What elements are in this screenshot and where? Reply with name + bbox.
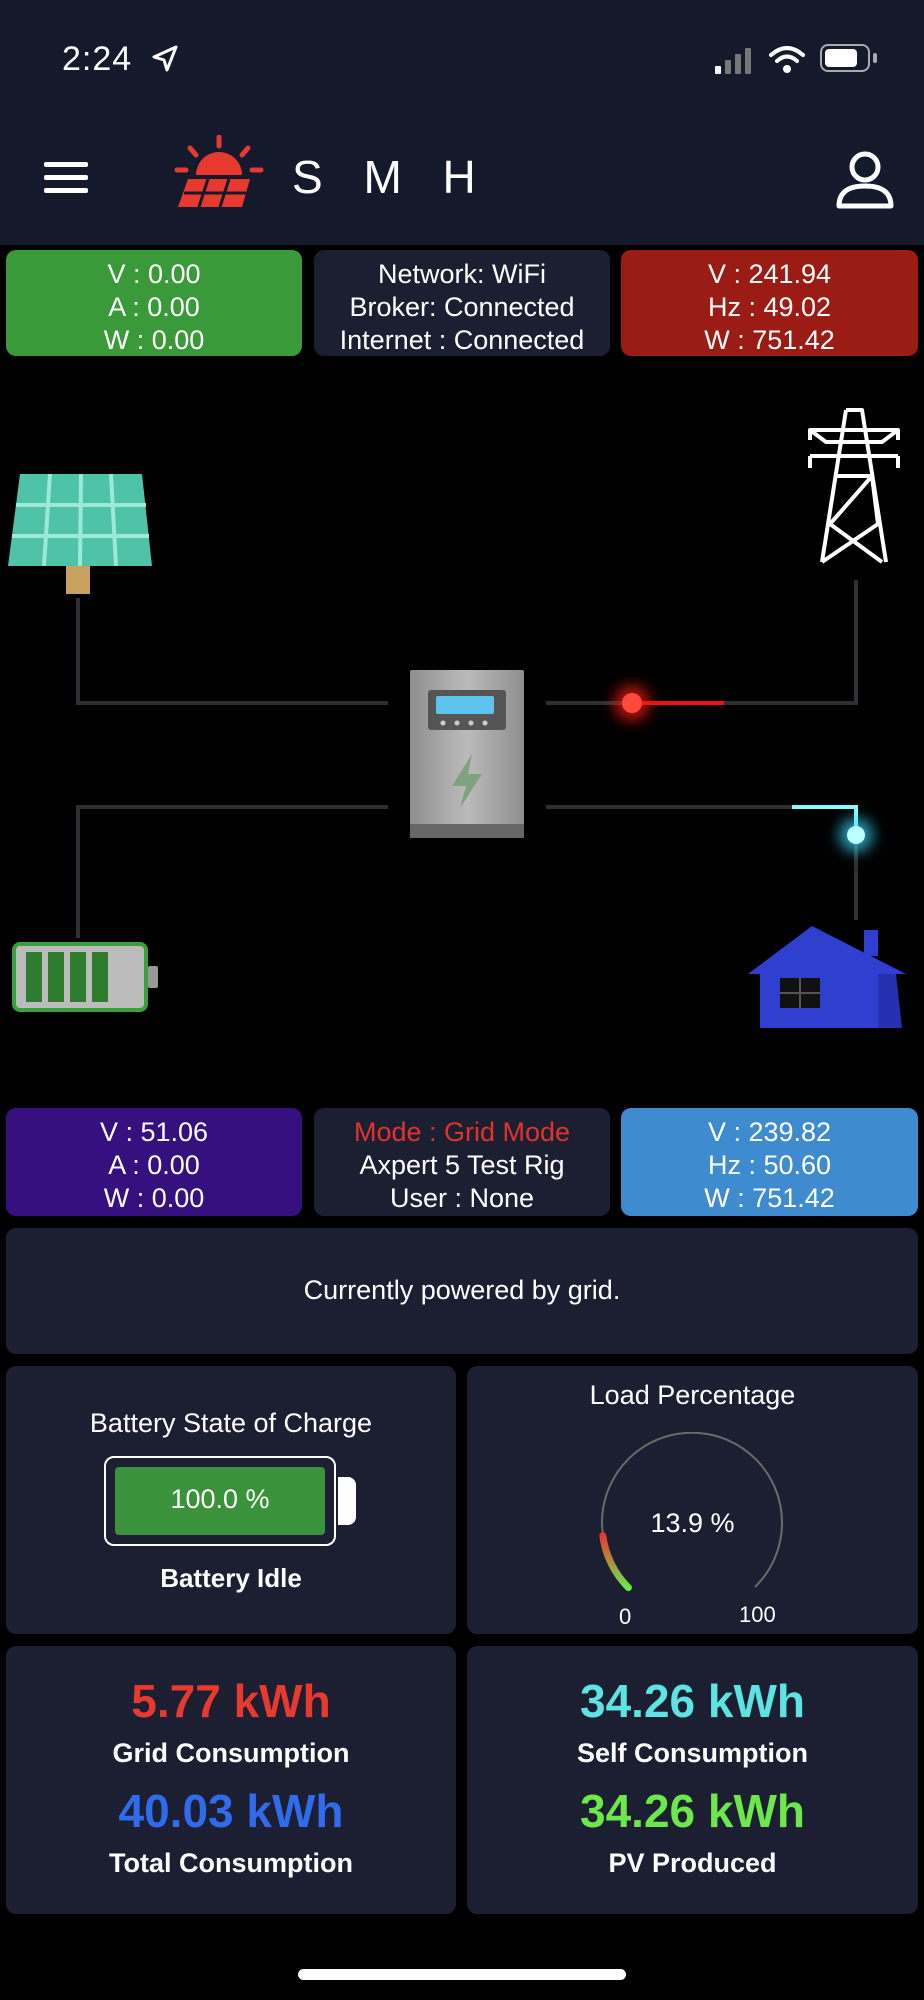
production-card: 34.26 kWh Self Consumption 34.26 kWh PV … [467,1646,918,1914]
load-power: W : 751.42 [704,1183,835,1213]
profile-icon[interactable] [834,150,896,210]
pv-panel: V : 0.00 A : 0.00 W : 0.00 [6,250,302,356]
power-status-card: Currently powered by grid. [6,1228,918,1354]
load-flow-dot [847,826,865,844]
load-percentage-card: Load Percentage 13.9 % 0 100 [467,1366,918,1634]
battery-power: W : 0.00 [103,1183,205,1213]
internet-status: Internet : Connected [339,325,585,355]
device-name: Axpert 5 Test Rig [359,1150,565,1180]
battery-voltage: V : 51.06 [99,1117,209,1147]
pv-produced-label: PV Produced [608,1848,777,1878]
pv-voltage: V : 0.00 [107,259,201,289]
grid-panel: V : 241.94 Hz : 49.02 W : 751.42 [621,250,918,356]
house-icon [748,926,906,1028]
menu-icon[interactable] [44,162,88,194]
grid-voltage: V : 241.94 [707,259,832,289]
grid-consumption-value: 5.77 kWh [131,1675,331,1727]
network-status: Network: WiFi [378,259,546,289]
load-voltage: V : 239.82 [707,1117,832,1147]
logo-icon [174,135,264,208]
app-title: S M H [292,151,490,203]
load-percentage-title: Load Percentage [589,1380,796,1410]
pv-produced-value: 34.26 kWh [580,1785,805,1837]
load-percentage-value: 13.9 % [650,1508,735,1538]
grid-power: W : 751.42 [704,325,835,355]
status-time: 2:24 [62,40,133,78]
location-arrow-icon [152,45,178,72]
battery-storage-icon [12,942,160,1012]
consumption-card: 5.77 kWh Grid Consumption 40.03 kWh Tota… [6,1646,456,1914]
power-status-text: Currently powered by grid. [303,1275,621,1305]
load-gauge [599,1432,783,1592]
battery-state: Battery Idle [160,1563,302,1593]
signal-icon [715,46,755,74]
load-frequency: Hz : 50.60 [707,1150,832,1180]
battery-soc-title: Battery State of Charge [89,1408,373,1438]
self-consumption-value: 34.26 kWh [580,1675,805,1727]
broker-status: Broker: Connected [349,292,575,322]
mode-panel: Mode : Grid Mode Axpert 5 Test Rig User … [314,1108,610,1216]
network-panel: Network: WiFi Broker: Connected Internet… [314,250,610,356]
battery-soc-card: Battery State of Charge 100.0 % Battery … [6,1366,456,1634]
wifi-icon [769,46,805,73]
grid-tower-icon [808,408,900,564]
gauge-max-label: 100 [739,1602,776,1627]
total-consumption-label: Total Consumption [109,1848,353,1878]
self-consumption-label: Self Consumption [577,1738,808,1768]
solar-panel-icon [8,473,152,594]
top-bar [0,0,924,245]
inverter-icon [410,670,524,838]
home-indicator[interactable] [298,1969,626,1980]
inverter-mode: Mode : Grid Mode [353,1117,571,1147]
total-consumption-value: 40.03 kWh [118,1785,344,1837]
load-panel: V : 239.82 Hz : 50.60 W : 751.42 [621,1108,918,1216]
grid-consumption-label: Grid Consumption [112,1738,350,1768]
pv-power: W : 0.00 [103,325,205,355]
pv-current: A : 0.00 [108,292,200,322]
grid-frequency: Hz : 49.02 [707,292,832,322]
battery-soc-fill [115,1467,325,1535]
user-label: User : None [389,1183,535,1213]
grid-flow-dot [622,693,642,713]
battery-current: A : 0.00 [108,1150,200,1180]
battery-soc-value: 100.0 % [170,1484,270,1514]
battery-soc-gauge: 100.0 % [104,1456,336,1546]
battery-status-icon [820,44,880,74]
battery-panel: V : 51.06 A : 0.00 W : 0.00 [6,1108,302,1216]
gauge-min-label: 0 [619,1604,632,1629]
